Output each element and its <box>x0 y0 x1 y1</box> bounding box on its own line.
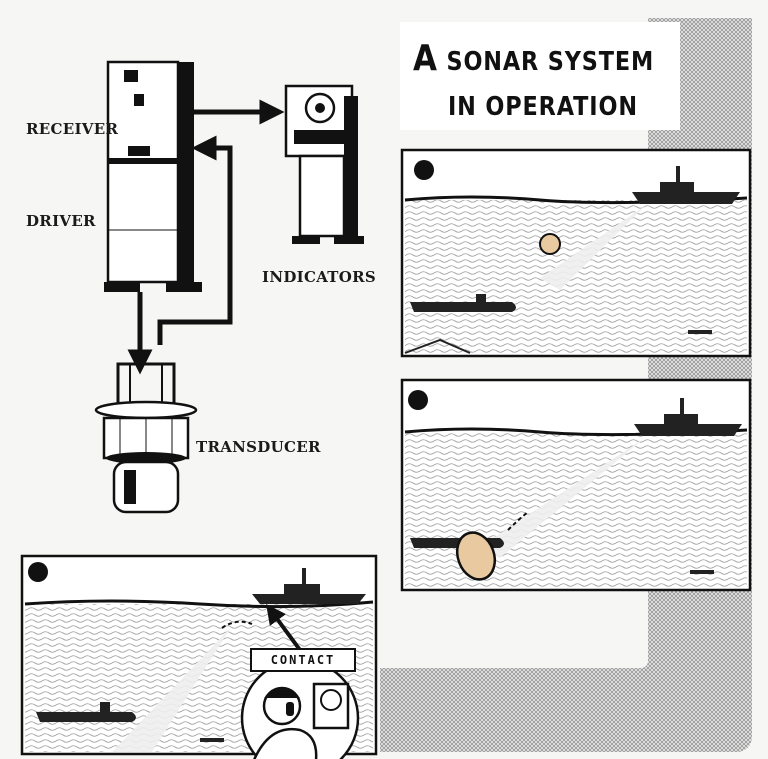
title-line-2: IN OPERATION <box>448 92 638 122</box>
label-receiver: RECEIVER <box>26 120 119 138</box>
step-badge-2 <box>408 390 428 410</box>
operator-vignette <box>240 658 360 759</box>
title-block <box>400 22 680 130</box>
panel-3 <box>20 554 378 759</box>
label-transducer: TRANSDUCER <box>196 438 321 456</box>
submarine-3 <box>36 702 136 722</box>
transducer-unit <box>94 362 198 514</box>
title-line-1: A SONAR SYSTEM <box>413 38 654 79</box>
title-line-1-text: SONAR SYSTEM <box>437 47 655 77</box>
surface-ship-2 <box>634 398 742 436</box>
halftone-corner-shade <box>380 668 740 752</box>
panel-1 <box>400 148 752 358</box>
label-indicators: INDICATORS <box>262 268 377 286</box>
receiver-driver-cabinet <box>104 60 202 292</box>
submarine-1 <box>410 294 516 312</box>
label-driver: DRIVER <box>26 212 96 230</box>
panel-2 <box>400 378 752 592</box>
contact-sign: CONTACT <box>250 648 356 672</box>
return-line <box>157 135 233 345</box>
step-badge-3 <box>28 562 48 582</box>
step-badge-1 <box>414 160 434 180</box>
surface-ship-1 <box>632 166 740 204</box>
indicators-console <box>284 84 364 244</box>
title-lead-letter: A <box>413 38 438 79</box>
surface-ship-3 <box>252 568 366 604</box>
